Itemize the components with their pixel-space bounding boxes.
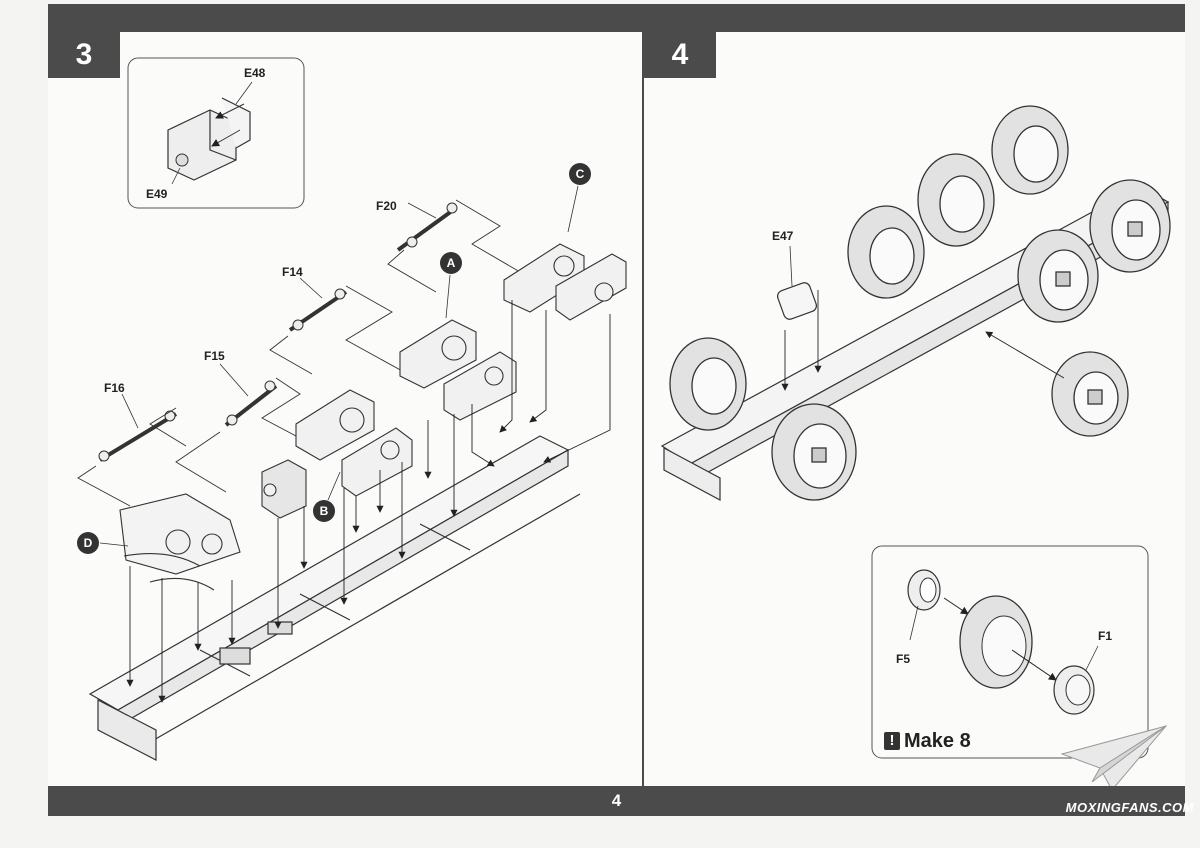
hub-f5-icon bbox=[907, 569, 941, 611]
tire-3-right-icon bbox=[1017, 229, 1099, 323]
top-bar bbox=[48, 4, 1185, 32]
drive-shafts: F20 F14 F15 F16 bbox=[98, 199, 458, 462]
tire-front-right-icon bbox=[771, 403, 857, 501]
wheel-fit-arrow bbox=[985, 331, 1065, 379]
tire-2-left-icon bbox=[847, 205, 925, 299]
label-f1: F1 bbox=[1098, 629, 1112, 643]
tire-loose-icon bbox=[1051, 351, 1129, 437]
watermark-text: MOXINGFANS.COM bbox=[1065, 800, 1194, 815]
callout-a-label: A bbox=[447, 256, 456, 270]
callout-c: C bbox=[567, 163, 591, 233]
label-f16: F16 bbox=[104, 381, 125, 395]
callout-b: B bbox=[313, 471, 341, 522]
page-number: 4 bbox=[611, 791, 622, 810]
label-e48: E48 bbox=[244, 66, 266, 80]
tire-4-right-icon bbox=[1089, 179, 1171, 273]
label-e47: E47 bbox=[772, 229, 794, 243]
tire-4-left-icon bbox=[991, 105, 1069, 195]
bottom-bar: 4 bbox=[48, 786, 1185, 816]
inset-e48-e49: E48 E49 bbox=[127, 57, 305, 209]
tire-front-left-icon bbox=[669, 337, 747, 431]
step-3-badge: 3 bbox=[48, 32, 120, 78]
inset-wheel-assembly: F5 F1 bbox=[871, 545, 1149, 759]
watermark-plane-icon bbox=[1060, 725, 1168, 791]
step-divider bbox=[642, 32, 644, 786]
fitting-arrows bbox=[126, 300, 611, 703]
label-f15: F15 bbox=[204, 349, 225, 363]
step-4-number: 4 bbox=[671, 38, 689, 71]
step-4-badge: 4 bbox=[644, 32, 716, 78]
tire-inset-icon bbox=[959, 595, 1033, 689]
bracket-e48-icon bbox=[167, 97, 251, 181]
tire-3-left-icon bbox=[917, 153, 995, 247]
axle-assemblies bbox=[119, 243, 627, 591]
routing-lines bbox=[77, 199, 521, 507]
make-8-text: Make 8 bbox=[904, 729, 971, 752]
step-3-number: 3 bbox=[75, 38, 93, 71]
make-8-note: ! Make 8 bbox=[884, 726, 971, 756]
label-f5: F5 bbox=[896, 652, 910, 666]
label-e49: E49 bbox=[146, 187, 168, 201]
hub-f1-icon bbox=[1053, 665, 1095, 715]
label-f14: F14 bbox=[282, 265, 303, 279]
part-e47-cylinder bbox=[776, 282, 818, 320]
callout-d-label: D bbox=[84, 536, 93, 550]
step-4-wheels bbox=[669, 105, 1171, 501]
callout-a: A bbox=[440, 252, 462, 319]
exclamation-icon: ! bbox=[884, 732, 900, 750]
callout-b-label: B bbox=[320, 504, 329, 518]
label-f20: F20 bbox=[376, 199, 397, 213]
chassis-frame bbox=[88, 435, 581, 761]
callout-c-label: C bbox=[576, 167, 585, 181]
callout-d: D bbox=[77, 532, 129, 554]
